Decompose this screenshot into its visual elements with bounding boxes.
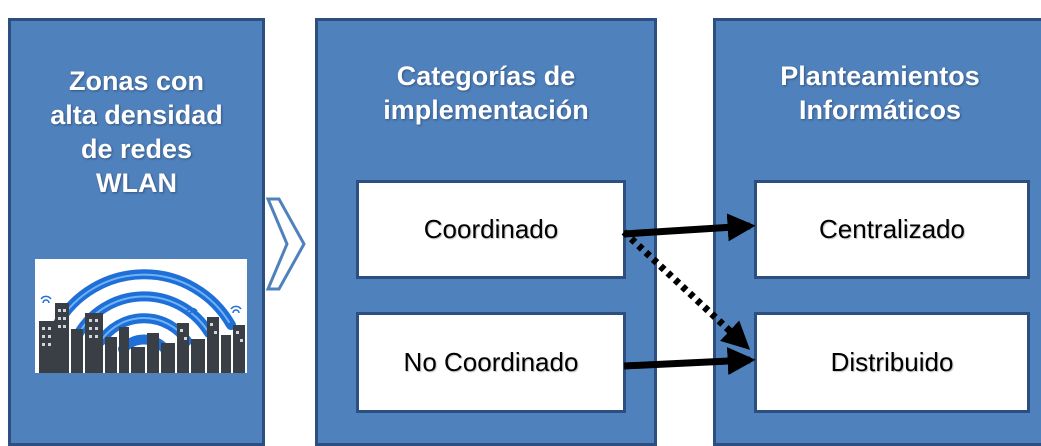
chevron-right-icon (265, 197, 306, 291)
title-line: de redes (80, 134, 193, 164)
panel-title-wlan-zones: Zonas con alta densidad de redes WLAN (11, 64, 262, 200)
title-line: implementación (383, 95, 589, 125)
box-no-coordinado: No Coordinado (356, 312, 626, 413)
title-line: Zonas con (68, 66, 204, 96)
box-label: Coordinado (423, 214, 559, 244)
title-line: Categorías de (396, 61, 576, 91)
wifi-city-icon (35, 259, 247, 373)
title-line: Planteamientos (780, 61, 980, 91)
panel-wlan-zones: Zonas con alta densidad de redes WLAN (8, 18, 265, 446)
arrow-coordinado-centralizado (623, 213, 756, 242)
panel-title-approaches: Planteamientos Informáticos (716, 59, 1041, 127)
box-label: Centralizado (819, 214, 965, 244)
panel-title-categories: Categorías de implementación (318, 59, 654, 127)
box-coordinado: Coordinado (356, 180, 626, 279)
title-line: alta densidad (50, 100, 223, 130)
box-label: Distribuido (830, 347, 954, 377)
box-label: No Coordinado (403, 347, 579, 377)
arrow-no-coordinado-distribuido (623, 347, 756, 376)
title-line: WLAN (96, 168, 177, 198)
box-centralizado: Centralizado (754, 180, 1030, 279)
arrow-coordinado-distribuido (621, 229, 751, 350)
box-distribuido: Distribuido (754, 312, 1030, 413)
title-line: Informáticos (798, 95, 962, 125)
